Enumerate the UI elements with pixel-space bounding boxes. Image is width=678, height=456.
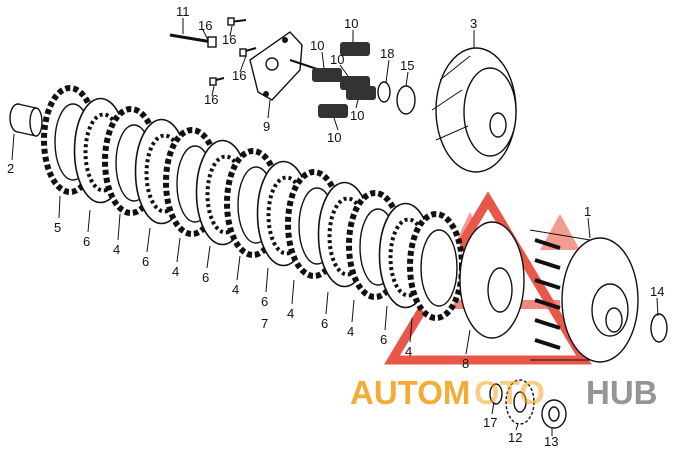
label-16: 16 [204, 92, 218, 107]
label-13: 13 [544, 434, 558, 449]
label-11: 11 [176, 4, 190, 19]
housing-plate-part-8 [459, 221, 525, 339]
gear-part-12 [505, 379, 535, 425]
label-10: 10 [344, 16, 358, 31]
label-16: 16 [198, 18, 212, 33]
label-16: 16 [222, 32, 236, 47]
label-15: 15 [400, 58, 414, 73]
leader-lines [11, 18, 659, 436]
label-10: 10 [350, 108, 364, 123]
label-4: 4 [287, 306, 294, 321]
label-6: 6 [202, 270, 209, 285]
label-2: 2 [7, 161, 14, 176]
clutch-center-part-3 [431, 47, 517, 173]
label-4: 4 [232, 282, 239, 297]
label-14: 14 [650, 284, 664, 299]
label-6: 6 [380, 332, 387, 347]
label-16: 16 [232, 68, 246, 83]
washer-part-14 [650, 313, 668, 343]
label-18: 18 [380, 46, 394, 61]
watermark-text: AUTOM OTO HUB [350, 374, 658, 411]
label-5: 5 [54, 220, 61, 235]
label-9: 9 [263, 119, 270, 134]
watermark-part3: HUB [586, 374, 658, 411]
washer-part-18 [377, 81, 391, 103]
plate-inner-ring [420, 229, 458, 307]
clutch-housing-part-1 [529, 229, 639, 363]
ring-part-17 [489, 383, 503, 405]
label-4: 4 [113, 242, 120, 257]
bush-part-2 [9, 103, 43, 137]
label-1: 1 [584, 204, 591, 219]
label-10: 10 [327, 130, 341, 145]
bolt-part-16 [209, 17, 257, 86]
clutch-plate-stack [41, 85, 465, 321]
spring-part-10 [312, 42, 376, 118]
label-6: 6 [321, 316, 328, 331]
watermark-part1: AUTOM [350, 374, 470, 411]
label-4: 4 [347, 324, 354, 339]
label-4: 4 [405, 344, 412, 359]
label-10: 10 [310, 38, 324, 53]
label-12: 12 [508, 430, 522, 445]
label-8: 8 [462, 356, 469, 371]
bolt-part-11 [169, 33, 217, 48]
collar-part-13 [541, 399, 567, 429]
label-6: 6 [83, 234, 90, 249]
label-6: 6 [261, 294, 268, 309]
part-labels: 11 16 16 16 16 10 10 10 10 10 18 15 3 9 … [7, 4, 664, 449]
label-3: 3 [470, 16, 477, 31]
label-4: 4 [172, 264, 179, 279]
washer-part-15 [396, 85, 416, 115]
watermark-part2: OTO [474, 374, 545, 411]
label-17: 17 [483, 415, 497, 430]
label-10: 10 [330, 52, 344, 67]
label-7: 7 [261, 316, 268, 331]
label-6: 6 [142, 254, 149, 269]
